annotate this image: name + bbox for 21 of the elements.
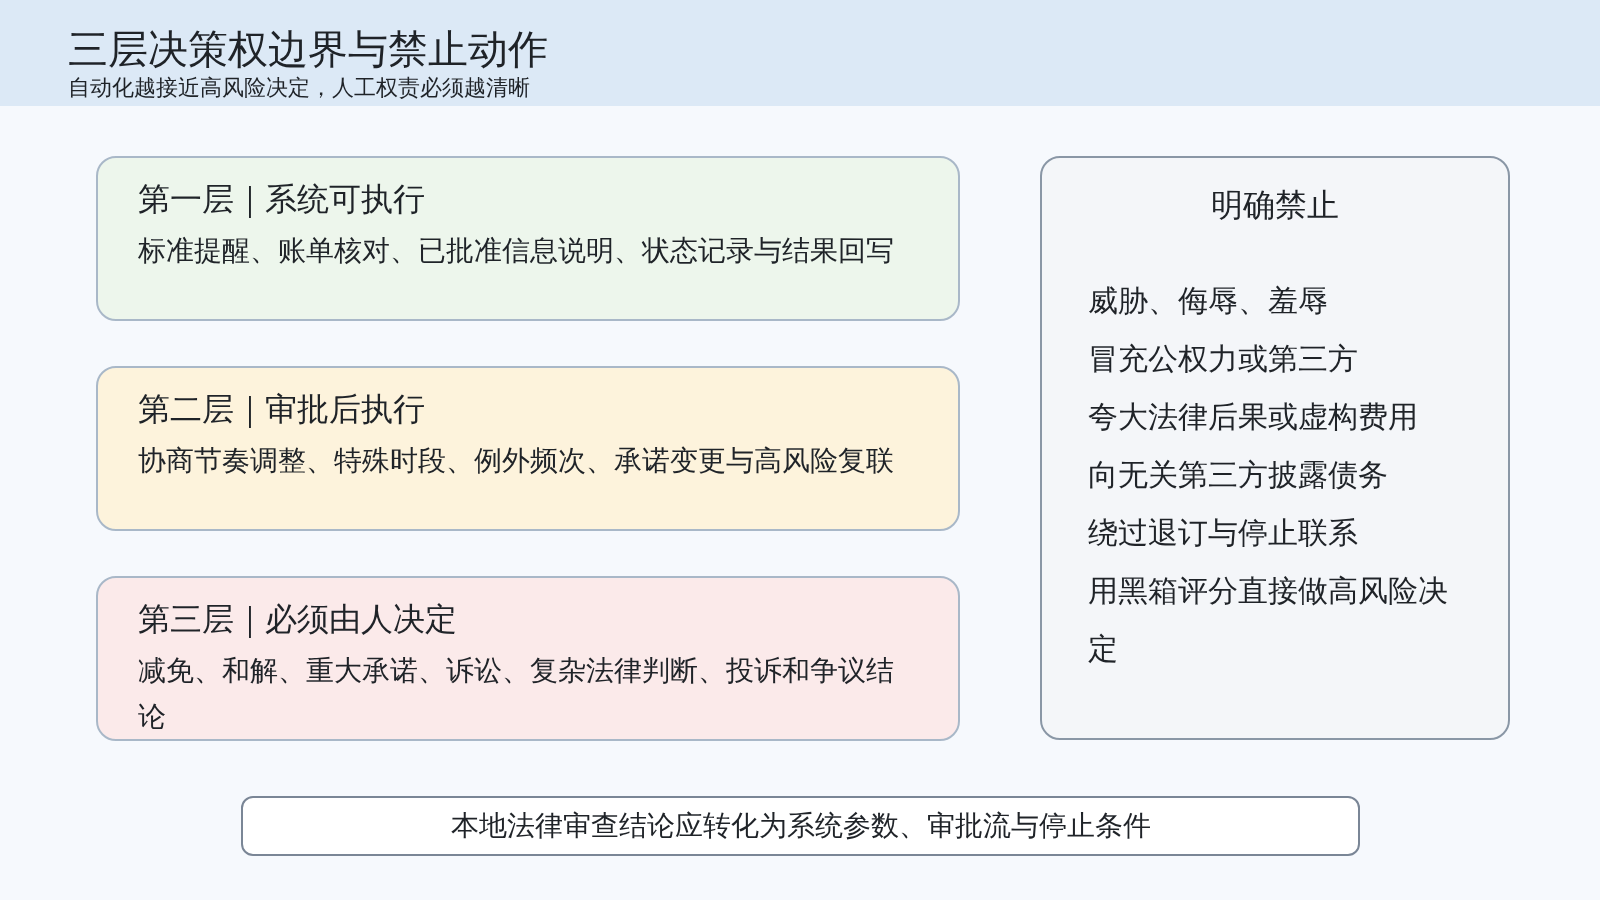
tier-card [96,576,960,741]
list-item: 用黑箱评分直接做高风险决定 [1088,572,1449,668]
list-item: 冒充公权力或第三方 [1088,340,1359,378]
tier-description: 协商节奏调整、特殊时段、例外频次、承诺变更与高风险复联 [138,443,895,479]
tier-description: 减免、和解、重大承诺、诉讼、复杂法律判断、投诉和争议结论 [138,653,895,735]
tier-heading: 第二层｜审批后执行 [138,389,426,430]
list-item: 夸大法律后果或虚构费用 [1088,398,1419,436]
title: 三层决策权边界与禁止动作 [68,25,548,74]
tier-description: 标准提醒、账单核对、已批准信息说明、状态记录与结果回写 [138,233,895,269]
list-item: 向无关第三方披露债务 [1088,456,1389,494]
tier-heading: 第三层｜必须由人决定 [138,599,458,640]
tier-card [96,156,960,321]
tier-heading: 第一层｜系统可执行 [138,179,426,220]
note-box [241,796,1360,856]
panel-heading: 明确禁止 [1210,185,1340,226]
tier-card [96,366,960,531]
list-item: 绕过退订与停止联系 [1088,514,1359,552]
note-text: 本地法律审查结论应转化为系统参数、审批流与停止条件 [450,809,1151,842]
subtitle: 自动化越接近高风险决定，人工权责必须越清晰 [68,74,530,102]
list-item: 威胁、侮辱、羞辱 [1088,282,1329,320]
prohibition-panel [1040,156,1510,740]
